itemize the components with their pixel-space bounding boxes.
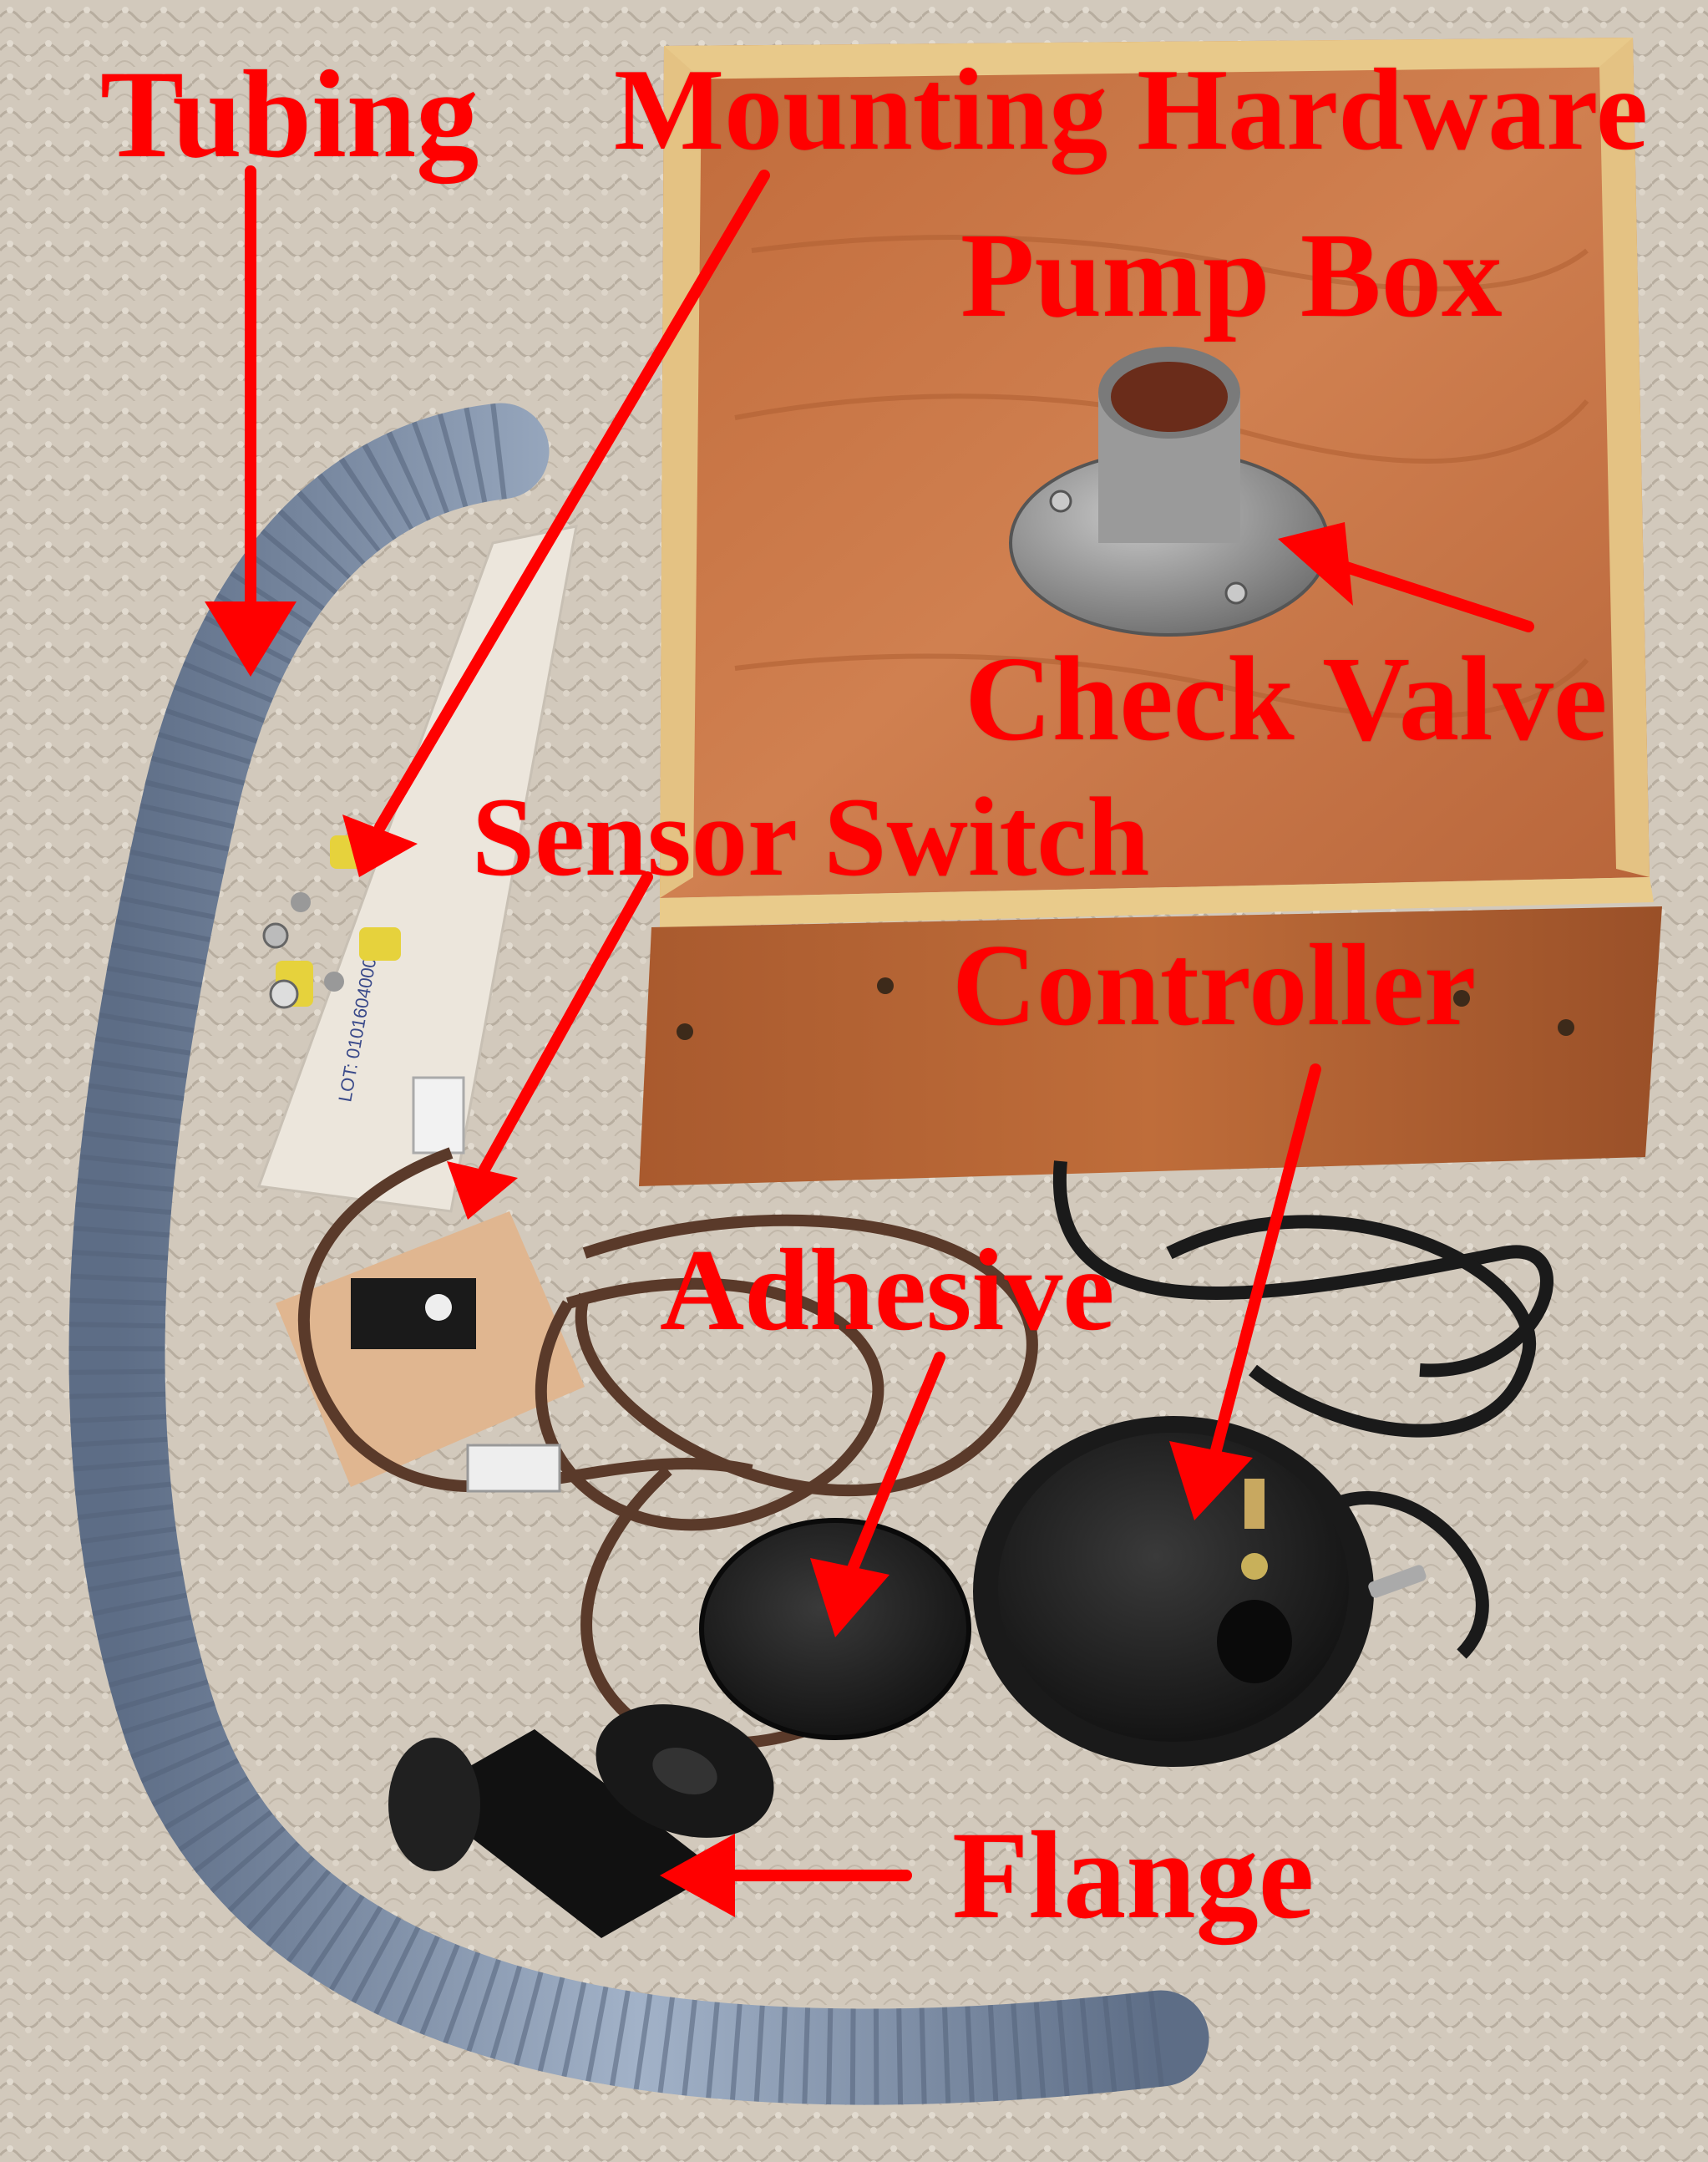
check-valve-label: Check Valve bbox=[965, 632, 1608, 766]
mounting-hardware-label: Mounting Hardware bbox=[614, 45, 1648, 175]
flange bbox=[388, 1704, 774, 1938]
annotation-arrows bbox=[205, 165, 1534, 1917]
tubing-label: Tubing bbox=[100, 45, 479, 184]
controller-label: Controller bbox=[952, 921, 1477, 1050]
check-valve-arrow bbox=[1278, 522, 1534, 632]
pump-box-label: Pump Box bbox=[960, 209, 1503, 343]
sensor-switch bbox=[276, 1076, 585, 1487]
adhesive-arrow bbox=[810, 1352, 945, 1637]
black-cable bbox=[1052, 1160, 1553, 1659]
controller-arrow bbox=[1169, 1063, 1321, 1520]
tubing-arrow bbox=[205, 165, 296, 677]
mounting-hardware-arrow bbox=[342, 170, 770, 877]
check-valve bbox=[1009, 347, 1330, 637]
controller bbox=[973, 1416, 1427, 1767]
sensor-switch-arrow bbox=[447, 871, 653, 1220]
flange-arrow bbox=[660, 1834, 912, 1917]
adhesive-label: Adhesive bbox=[660, 1226, 1115, 1355]
flange-label: Flange bbox=[952, 1806, 1315, 1945]
sensor-switch-label: Sensor Switch bbox=[472, 775, 1150, 900]
